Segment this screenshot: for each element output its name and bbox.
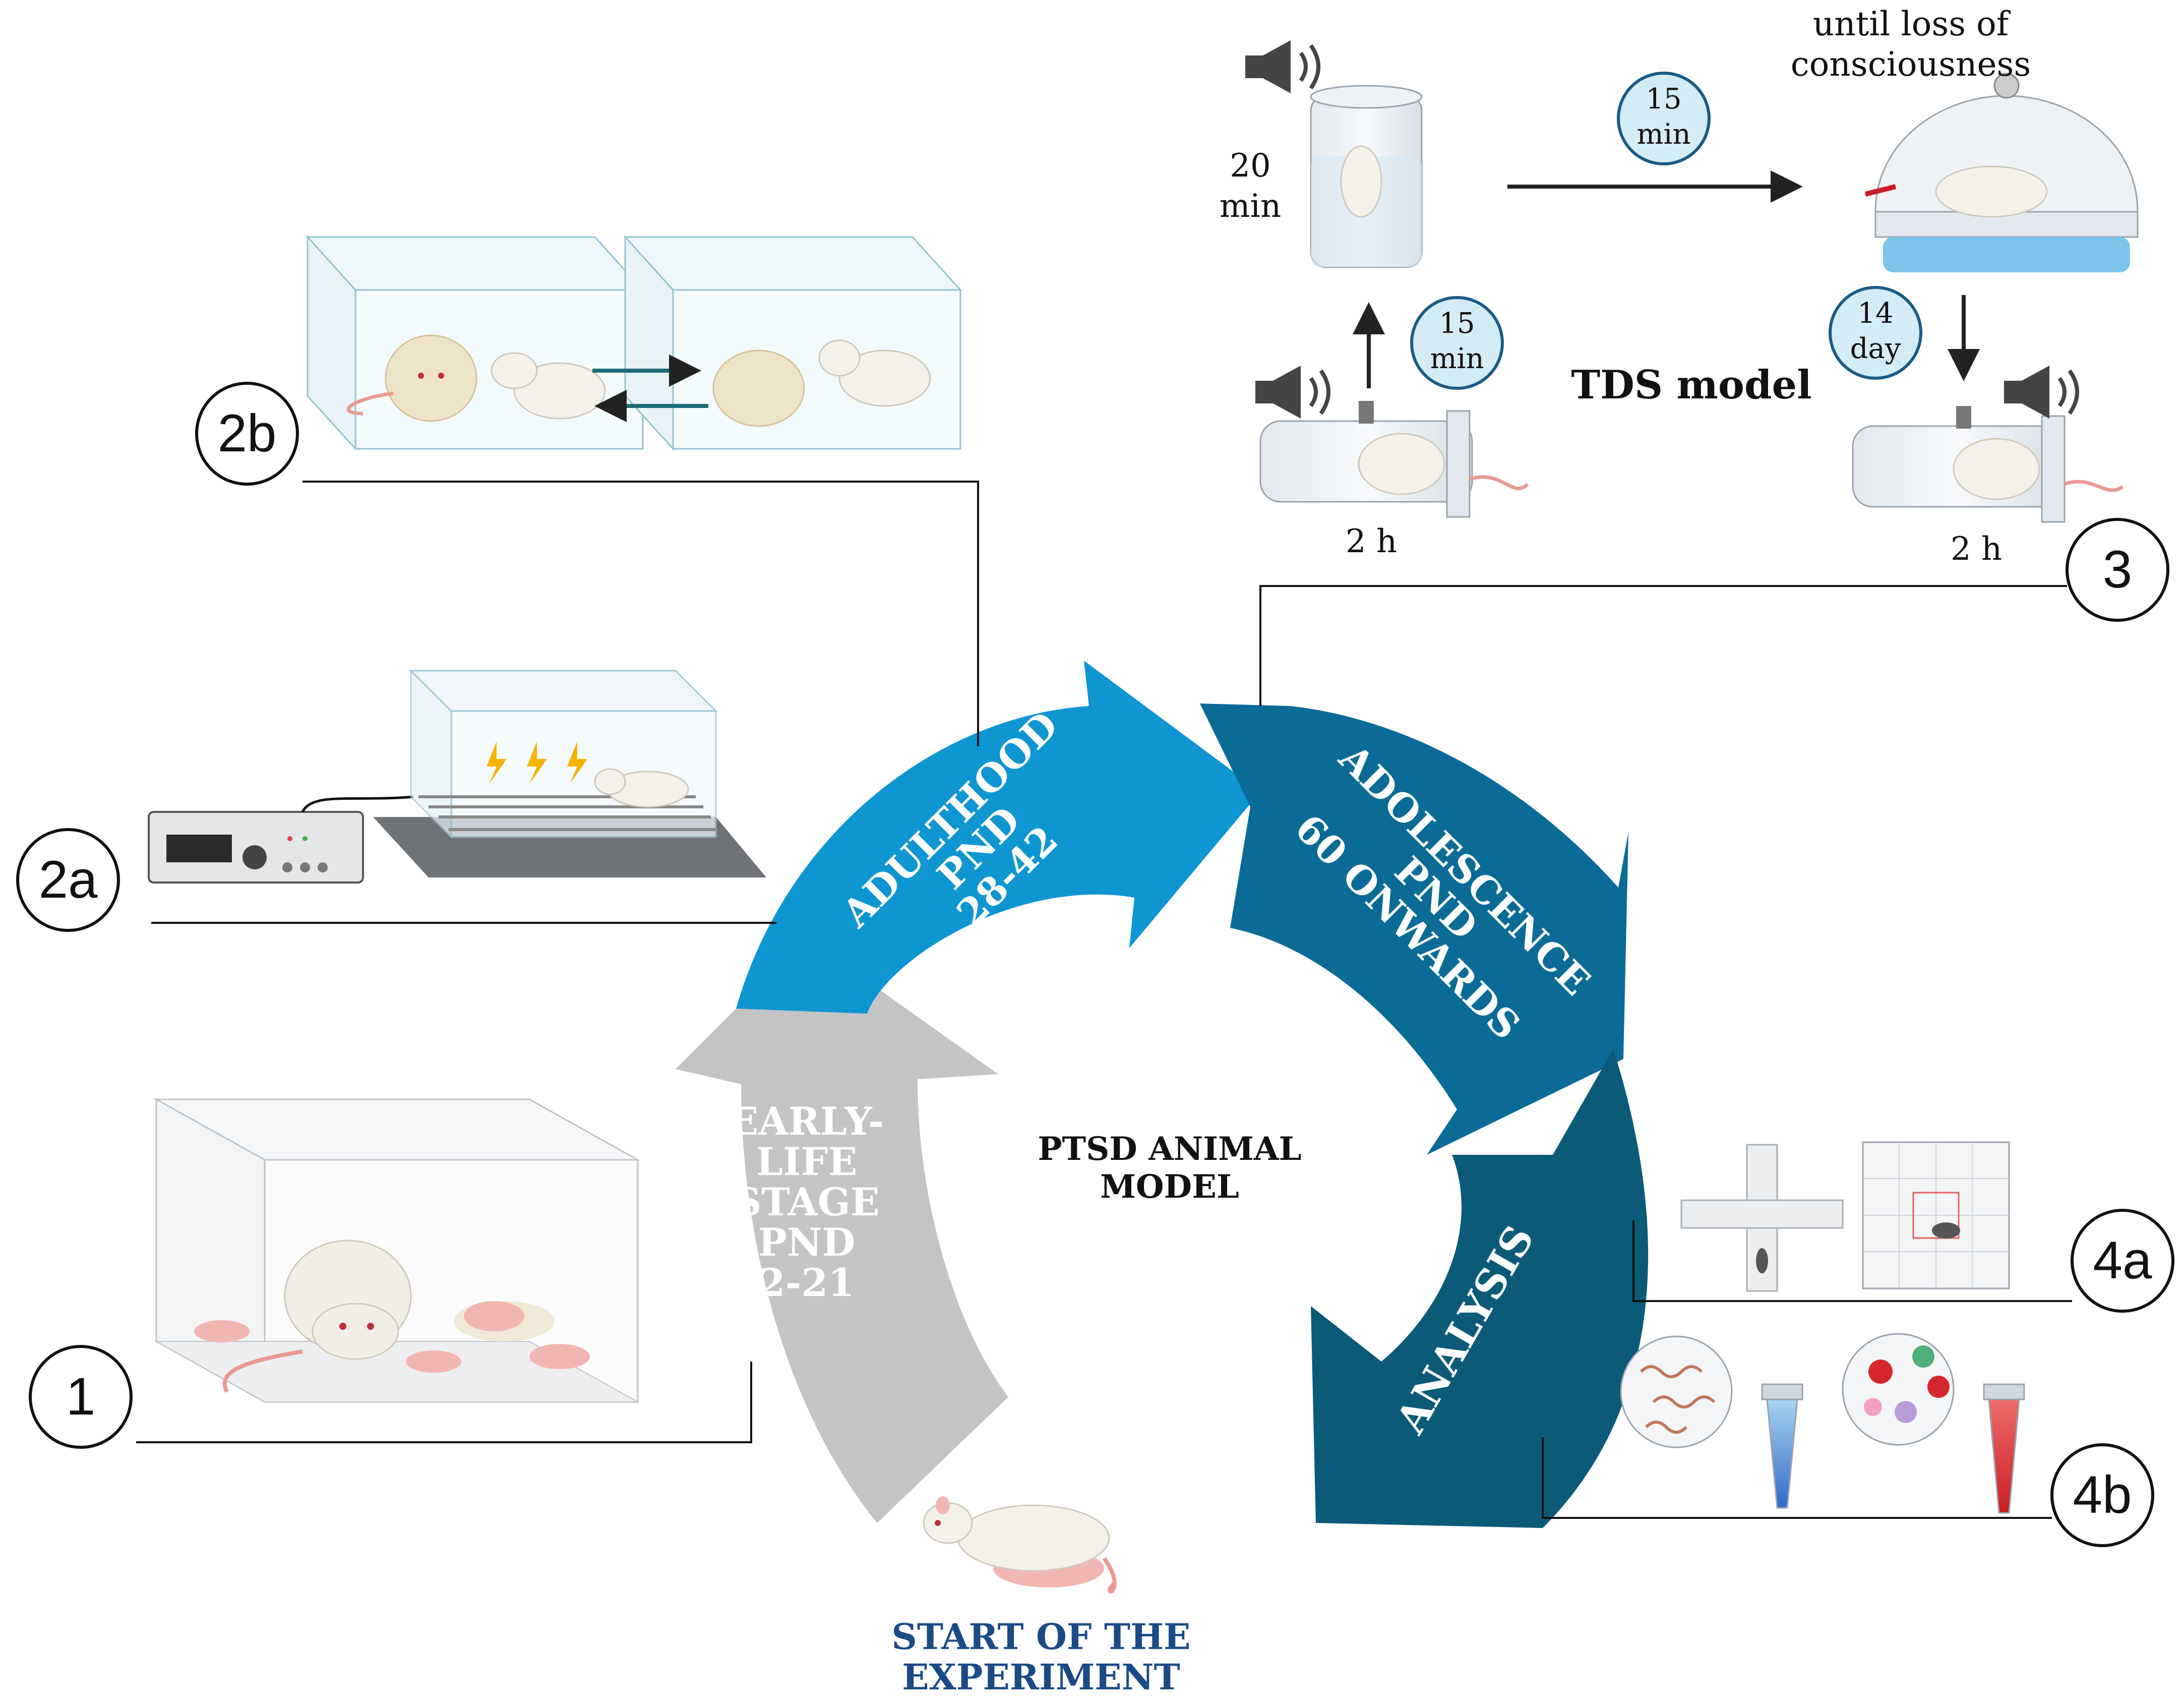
marker-2b: 2b (195, 382, 299, 486)
timer-unit: min (1430, 342, 1484, 375)
plus-maze-illustration (1680, 1144, 1844, 1292)
adulthood-arrow (736, 661, 1260, 1014)
ether-label-line: consciousness (1791, 45, 2031, 84)
marker-4a-label: 4a (2093, 1231, 2152, 1290)
marker-2a-label: 2a (39, 850, 98, 909)
swim-time-value: 20 (1230, 147, 1270, 185)
dna-magnifier (1620, 1335, 1733, 1448)
connector-lines (136, 481, 2072, 1519)
adolescence-arrow (1200, 703, 1628, 1155)
start-label-line: START OF THE (891, 1616, 1190, 1658)
center-title-line: MODEL (1100, 1168, 1239, 1206)
timer-value: 15 (1646, 83, 1681, 115)
marker-3-label: 3 (2103, 540, 2132, 599)
timer-unit: day (1850, 332, 1901, 365)
marker-2b-label: 2b (218, 404, 277, 463)
early-life-arrow (676, 938, 1008, 1523)
footshock-apparatus (148, 669, 766, 884)
speaker-icon (1245, 40, 1320, 93)
open-field-illustration (1862, 1141, 2010, 1289)
early-life-line: LIFE (756, 1139, 858, 1184)
mouse-with-pups-illustration (923, 1496, 1117, 1594)
marker-2a: 2a (16, 828, 120, 932)
marker-1-label: 1 (66, 1367, 95, 1426)
timer-value: 14 (1857, 297, 1893, 330)
early-life-line: STAGE (734, 1180, 879, 1224)
timer-14day: 14 day (1829, 286, 1922, 380)
red-sample-tube (1983, 1383, 2025, 1514)
timer-value: 15 (1439, 307, 1475, 340)
marker-4a: 4a (2071, 1209, 2174, 1313)
marker-4b: 4b (2050, 1443, 2154, 1547)
restraint-time-right: 2 h (1951, 531, 2002, 568)
early-life-line: PND (758, 1220, 856, 1265)
tds-title: TDS model (1571, 362, 1812, 408)
marker-3: 3 (2066, 518, 2169, 622)
marker-1: 1 (29, 1345, 133, 1449)
blue-sample-tube (1761, 1383, 1803, 1509)
early-life-line: 2-21 (759, 1260, 855, 1305)
molecular-analysis (1620, 1333, 2025, 1514)
speaker-icon (1255, 366, 1330, 419)
timer-unit: min (1636, 118, 1690, 151)
restraint-time-left: 2 h (1346, 523, 1397, 560)
center-title-line: PTSD ANIMAL (1038, 1130, 1301, 1168)
forced-swim-cylinder (1310, 85, 1423, 268)
swim-time-unit: min (1220, 188, 1281, 225)
restraint-tube-left (1259, 401, 1529, 518)
ether-label-line: until loss of (1813, 5, 2011, 43)
early-life-line: EARLY- (730, 1099, 884, 1144)
start-label-line: EXPERIMENT (902, 1656, 1180, 1698)
blood-cells-magnifier (1842, 1333, 1955, 1446)
ether-chamber (1864, 73, 2139, 272)
social-defeat-boxes (306, 235, 962, 451)
behavior-tests (1680, 1141, 2010, 1292)
cycle-arrows (676, 661, 1649, 1528)
early-life-label: EARLY- LIFE STAGE PND 2-21 (730, 1099, 884, 1305)
marker-4b-label: 4b (2073, 1465, 2132, 1524)
start-label: START OF THE EXPERIMENT (891, 1616, 1190, 1698)
tds-panel: 20 min 15 min until loss of consciousnes… (1220, 5, 2139, 568)
timer-15min-up: 15 min (1410, 296, 1504, 390)
restraint-tube-right (1852, 406, 2124, 523)
maternal-separation-cage (153, 1098, 641, 1403)
analysis-arrow (1311, 1049, 1649, 1528)
speaker-icon (2004, 366, 2079, 419)
timer-15min-right: 15 min (1617, 72, 1711, 165)
center-title: PTSD ANIMAL MODEL (1038, 1130, 1301, 1206)
